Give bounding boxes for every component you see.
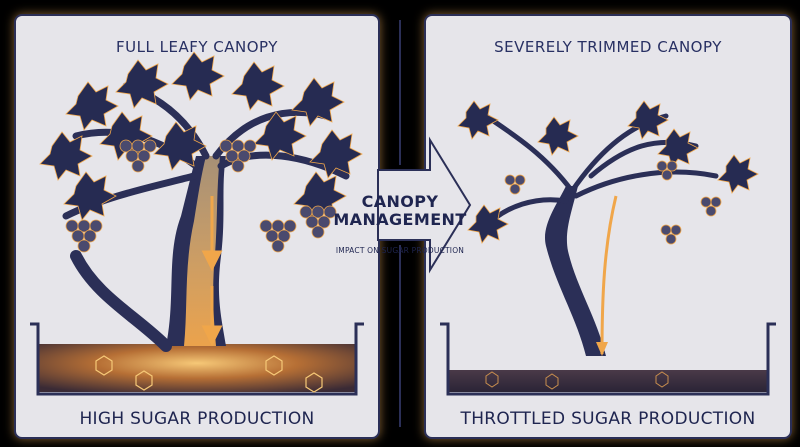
- soil-basin: [38, 344, 356, 392]
- trimmed-canopy-title: SEVERELY TRIMMED CANOPY: [494, 38, 722, 56]
- down-arrow-icon: [201, 196, 223, 347]
- grape-cluster-icon: [65, 139, 337, 253]
- down-arrow-icon: [596, 342, 608, 356]
- trunk: [545, 186, 606, 356]
- sugar-molecule-icon: [95, 355, 323, 393]
- sugar-molecule-icon: [485, 371, 669, 390]
- trimmed-canopy-illustration: [440, 100, 776, 396]
- full-canopy-title: FULL LEAFY CANOPY: [116, 38, 278, 56]
- trimmed-canopy-panel: SEVERELY TRIMMED CANOPY THROTTLED SUGAR …: [424, 14, 792, 439]
- soil-basin: [448, 370, 768, 392]
- throttled-sugar-caption: THROTTLED SUGAR PRODUCTION: [460, 409, 756, 429]
- canopy-management-title: CANOPY MANAGEMENT: [333, 192, 467, 229]
- grape-cluster-icon: [504, 160, 722, 245]
- high-sugar-caption: HIGH SUGAR PRODUCTION: [79, 409, 315, 429]
- full-canopy-illustration: [30, 51, 364, 396]
- canopy-management-subtitle: IMPACT ON SUGAR PRODUCTION: [335, 246, 465, 255]
- full-canopy-panel: FULL LEAFY CANOPY HIGH SUGAR PRODUCTION: [14, 14, 380, 439]
- grape-leaf-icon: [39, 51, 363, 221]
- grape-leaf-icon: [457, 100, 759, 244]
